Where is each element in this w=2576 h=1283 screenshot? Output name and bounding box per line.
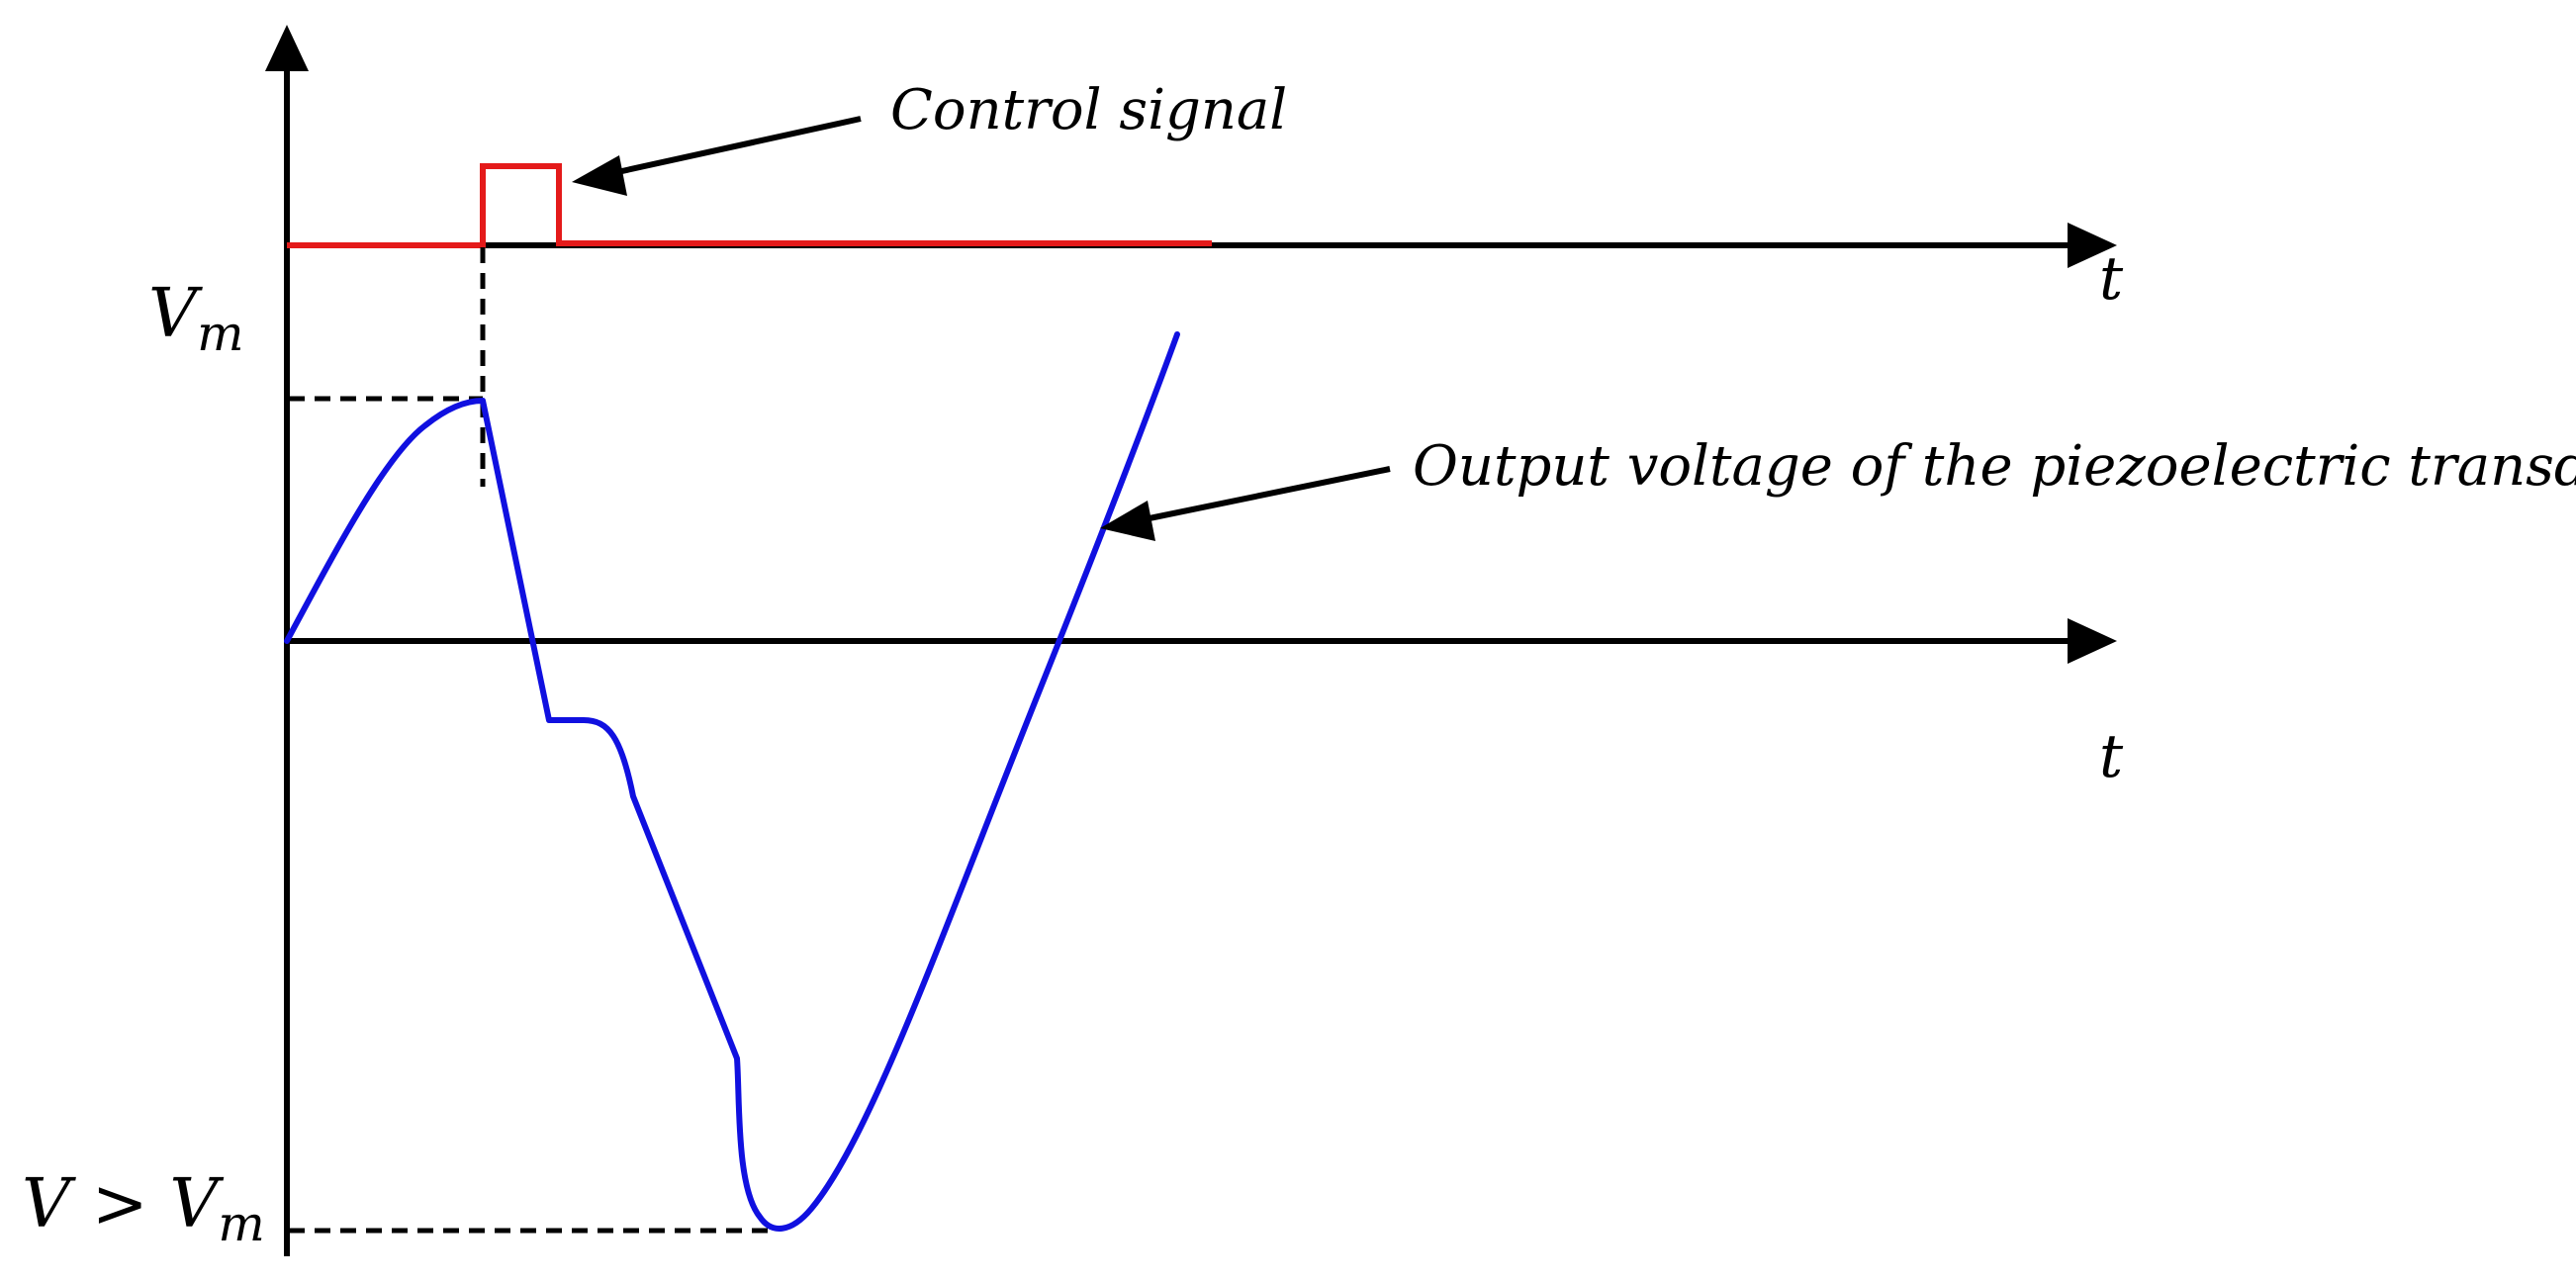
vm-label: Vm [148, 275, 244, 362]
output-voltage-callout-arrowhead [1100, 501, 1155, 541]
output-voltage-callout-line [1139, 466, 1391, 523]
bottom-time-axis-arrowhead [2068, 618, 2117, 664]
output-voltage-trace [284, 331, 1180, 1232]
bottom-axis-t-label: t [2099, 722, 2124, 791]
control-signal-label: Control signal [890, 78, 1287, 142]
v-greater-vm-label: V > Vm [22, 1165, 265, 1252]
output-voltage-label: Output voltage of the piezoelectric tran… [1413, 434, 2576, 499]
control-signal-trace [287, 163, 1212, 248]
top-time-axis-arrowhead [2068, 223, 2117, 268]
control-signal-callout-line [607, 116, 862, 177]
top-axis-t-label: t [2099, 244, 2124, 314]
vertical-axis-arrowhead [265, 25, 309, 71]
control-signal-callout-arrowhead [572, 155, 627, 196]
